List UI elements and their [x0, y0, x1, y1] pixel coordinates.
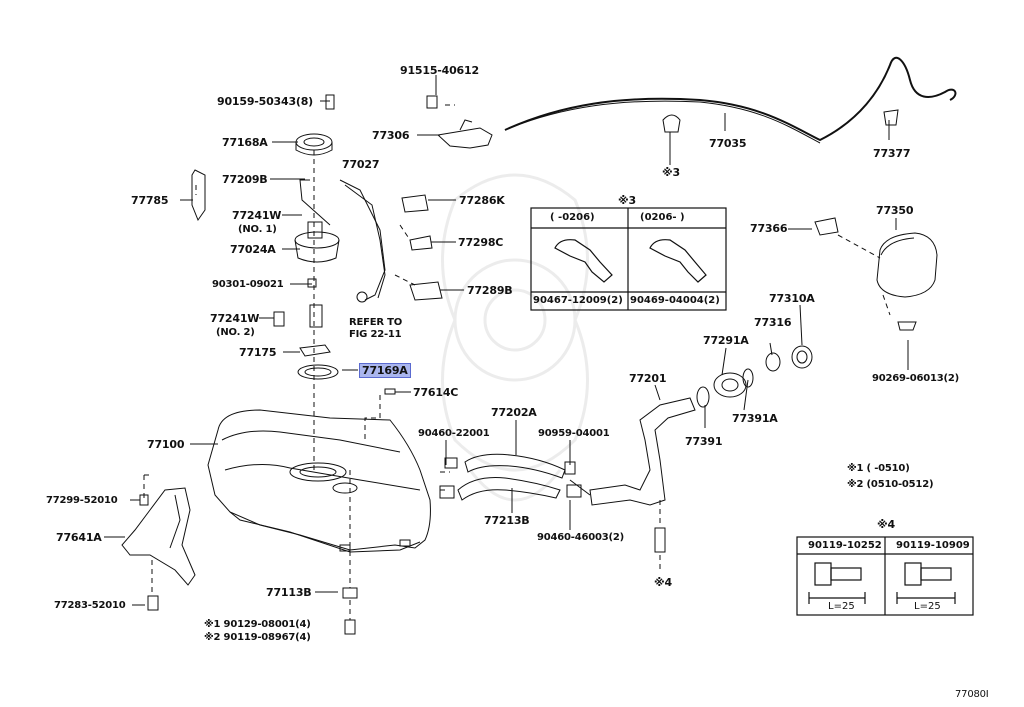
clip-table-col1-part[interactable]: 90467-12009(2): [533, 295, 623, 306]
protector-77641A: [121, 487, 196, 586]
label-note-2: ※2 (0510-0512): [847, 479, 934, 490]
filler-pipe-77201: [589, 397, 696, 506]
diagram-id: 77080I: [955, 689, 989, 700]
label-77391[interactable]: 77391: [685, 435, 723, 448]
label-77027[interactable]: 77027: [342, 158, 380, 171]
label-90269-06013[interactable]: 90269-06013(2): [872, 373, 960, 384]
label-77168A[interactable]: 77168A: [222, 136, 268, 149]
watermark-emblem: [441, 173, 589, 502]
label-footnote-1[interactable]: ※1 90129-08001(4): [204, 619, 311, 630]
label-77785[interactable]: 77785: [131, 194, 169, 207]
hose-77213B: [457, 477, 561, 501]
label-77113B[interactable]: 77113B: [266, 586, 312, 599]
label-77291A[interactable]: 77291A: [703, 334, 749, 347]
label-77213B[interactable]: 77213B: [484, 514, 530, 527]
label-77024A[interactable]: 77024A: [230, 243, 276, 256]
label-77614C[interactable]: 77614C: [413, 386, 459, 399]
fuel-door-cable: [504, 56, 957, 142]
label-77241W-no2[interactable]: 77241W: [210, 312, 260, 325]
label-90301-09021[interactable]: 90301-09021: [212, 279, 284, 290]
hose-77202A: [464, 453, 566, 479]
label-77350[interactable]: 77350: [876, 204, 914, 217]
label-77289B[interactable]: 77289B: [467, 284, 513, 297]
label-77035[interactable]: 77035: [709, 137, 747, 150]
clip-table-marker: ※3: [618, 194, 636, 207]
label-77391A[interactable]: 77391A: [732, 412, 778, 425]
label-footnote-2[interactable]: ※2 90119-08967(4): [204, 632, 311, 643]
clip-table-col1-header: ( -0206): [550, 212, 595, 223]
label-91515-40612[interactable]: 91515-40612: [400, 64, 479, 77]
label-77283-52010[interactable]: 77283-52010: [54, 600, 126, 611]
bolt-table-col1-header[interactable]: 90119-10252: [808, 540, 882, 551]
label-ref3-clip: ※3: [662, 166, 680, 179]
label-no1: (NO. 1): [238, 224, 277, 235]
label-90460-22001[interactable]: 90460-22001: [418, 428, 490, 439]
label-77298C[interactable]: 77298C: [458, 236, 504, 249]
label-77316[interactable]: 77316: [754, 316, 792, 329]
label-77241W-no1[interactable]: 77241W: [232, 209, 282, 222]
label-ref4-bolt: ※4: [654, 576, 672, 589]
fuel-door-77350: [876, 232, 938, 298]
bolt-table: [796, 536, 974, 616]
label-ref4-table: ※4: [877, 518, 895, 531]
label-77175[interactable]: 77175: [239, 346, 277, 359]
label-77377[interactable]: 77377: [873, 147, 911, 160]
label-77286K[interactable]: 77286K: [459, 194, 505, 207]
ring-77168A: [295, 133, 333, 151]
gasket-77169A: [297, 364, 339, 380]
bolt-table-col2-header[interactable]: 90119-10909: [896, 540, 970, 551]
label-note-1: ※1 ( -0510): [847, 463, 910, 474]
label-77201[interactable]: 77201: [629, 372, 667, 385]
label-77306[interactable]: 77306: [372, 129, 410, 142]
label-77310A[interactable]: 77310A: [769, 292, 815, 305]
label-77100[interactable]: 77100: [147, 438, 185, 451]
clip-table-col2-header: (0206- ): [640, 212, 685, 223]
clip-table-col2-part[interactable]: 90469-04004(2): [630, 295, 720, 306]
label-77169A-highlighted[interactable]: 77169A: [359, 363, 411, 378]
label-no2: (NO. 2): [216, 327, 255, 338]
label-77202A[interactable]: 77202A: [491, 406, 537, 419]
clip-table: [530, 207, 727, 311]
lever-bracket-shape: [436, 119, 493, 149]
bolt-table-col2-length: L=25: [914, 601, 941, 612]
label-90959-04001[interactable]: 90959-04001: [538, 428, 610, 439]
label-77641A[interactable]: 77641A: [56, 531, 102, 544]
label-refer-to: REFER TO: [349, 317, 403, 328]
label-fig-reference[interactable]: FIG 22-11: [349, 329, 402, 340]
label-90159-50343[interactable]: 90159-50343(8): [217, 95, 314, 108]
dashed-lines: [143, 104, 891, 620]
fuel-tank-77100: [207, 409, 431, 553]
bolt-table-col1-length: L=25: [828, 601, 855, 612]
label-77366[interactable]: 77366: [750, 222, 788, 235]
label-77299-52010[interactable]: 77299-52010: [46, 495, 118, 506]
label-77209B[interactable]: 77209B: [222, 173, 268, 186]
label-90460-46003[interactable]: 90460-46003(2): [537, 532, 625, 543]
